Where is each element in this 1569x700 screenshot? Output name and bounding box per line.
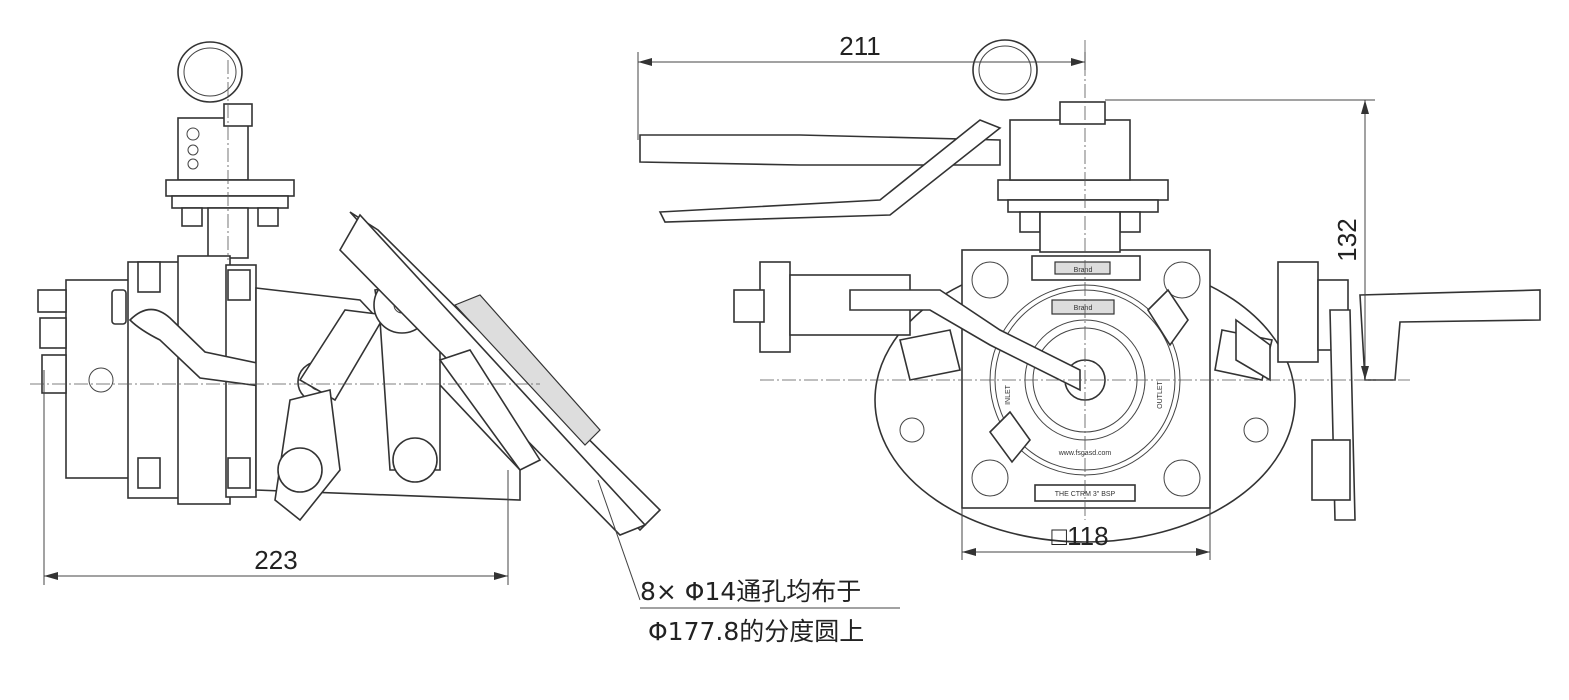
dimension-118: □118 [1051, 521, 1108, 551]
dimension-223: 223 [254, 545, 297, 575]
hole-pattern-note: 8× Φ14通孔均布于 Φ177.8的分度圆上 [640, 577, 900, 646]
front-view: Brand THE CTRM 3" BSP Brand www.fsgasd.c… [637, 31, 1541, 560]
note-line-1: 8× Φ14通孔均布于 [640, 577, 861, 606]
bottom-plate-label: THE CTRM 3" BSP [1055, 491, 1116, 498]
center-brand-label: Brand [1074, 305, 1093, 312]
note-line-2: Φ177.8的分度圆上 [648, 617, 864, 646]
inlet-label: INLET [1005, 384, 1012, 405]
top-brand-label: Brand [1074, 267, 1093, 274]
dimension-211: 211 [839, 31, 880, 61]
side-view: 223 [30, 41, 662, 601]
outlet-label: OUTLET [1157, 380, 1164, 408]
website-label: www.fsgasd.com [1058, 450, 1112, 457]
dimension-132: 132 [1332, 218, 1362, 261]
